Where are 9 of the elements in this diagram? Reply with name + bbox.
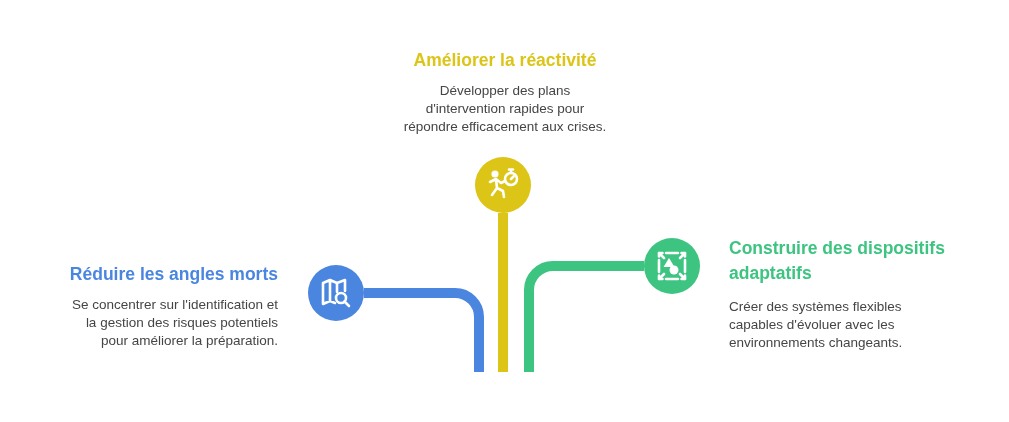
description: Développer des plans d'intervention rapides pour répondre efficacement aux crises. xyxy=(402,82,608,136)
description: Créer des systèmes flexibles capables d'évoluer avec les environnements changeants. xyxy=(729,298,904,352)
heading: Réduire les angles morts xyxy=(68,263,278,286)
connector-line xyxy=(364,288,484,372)
connector-line xyxy=(524,261,644,372)
connector-line xyxy=(498,213,508,372)
heading: Construire des dispositifs adaptatifs xyxy=(729,237,946,285)
description: Se concentrer sur l'identification et la gestion des risques potentiels pour améliorer la préparation. xyxy=(71,296,278,350)
heading: Améliorer la réactivité xyxy=(412,49,598,72)
